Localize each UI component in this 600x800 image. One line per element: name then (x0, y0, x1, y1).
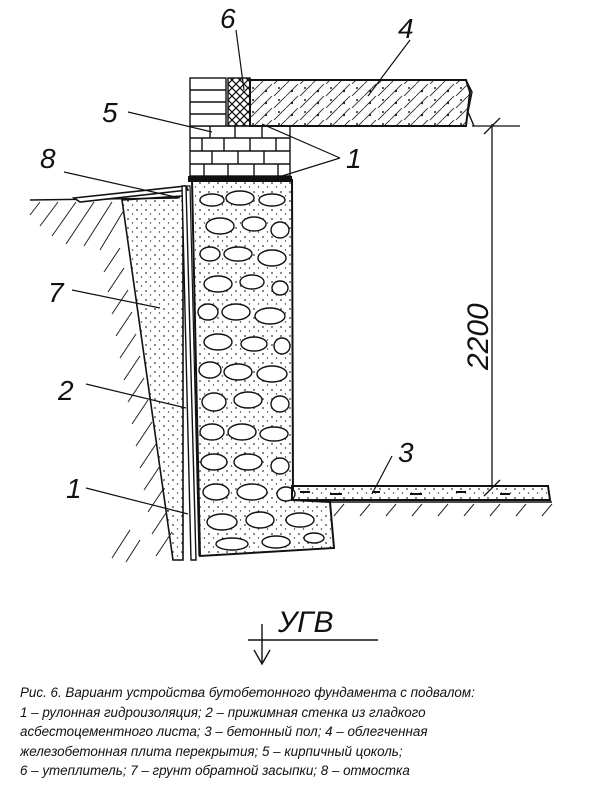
pressing-wall-sheet (181, 185, 197, 561)
roll-waterproofing-exterior (187, 185, 200, 557)
blind-area (71, 185, 190, 203)
leader-lines (63, 29, 411, 515)
caption-line-2: 1 – рулонная гидроизоляция; 2 – прижимна… (20, 704, 426, 720)
callout-7: 7 (48, 277, 65, 308)
callout-2: 2 (57, 375, 74, 406)
callout-8: 8 (40, 143, 56, 174)
callout-6: 6 (220, 3, 236, 34)
dimension-2200 (472, 117, 520, 497)
rubble-concrete-wall (190, 179, 336, 558)
natural-soil-hatch (29, 201, 173, 563)
brick-plinth (189, 125, 291, 177)
foundation-section-drawing: 2200 УГВ 6 4 5 1 8 7 2 3 1 (29, 3, 553, 666)
floor-slab (249, 79, 475, 127)
callout-1-bottom: 1 (66, 473, 82, 504)
groundwater-label: УГВ (277, 606, 334, 639)
insulation (227, 77, 251, 127)
figure-caption: Рис. 6. Вариант устройства бутобетонного… (20, 683, 592, 781)
caption-line-4: железобетонная плита перекрытия; 5 – кир… (20, 743, 403, 759)
basement-floor (291, 485, 553, 517)
caption-line-1: Рис. 6. Вариант устройства бутобетонного… (20, 685, 475, 700)
groundwater-marker (248, 624, 378, 666)
callout-1-top: 1 (346, 143, 362, 174)
callout-5: 5 (102, 97, 118, 128)
dimension-label: 2200 (462, 303, 495, 371)
upper-brick-wall (189, 77, 227, 127)
caption-line-3: асбестоцементного листа; 3 – бетонный по… (20, 724, 428, 740)
caption-line-5: 6 – утеплитель; 7 – грунт обратной засып… (20, 763, 410, 779)
backfill-soil (121, 195, 184, 561)
roll-waterproofing-top (188, 176, 292, 182)
callout-4: 4 (398, 13, 414, 44)
callout-3: 3 (398, 437, 414, 468)
